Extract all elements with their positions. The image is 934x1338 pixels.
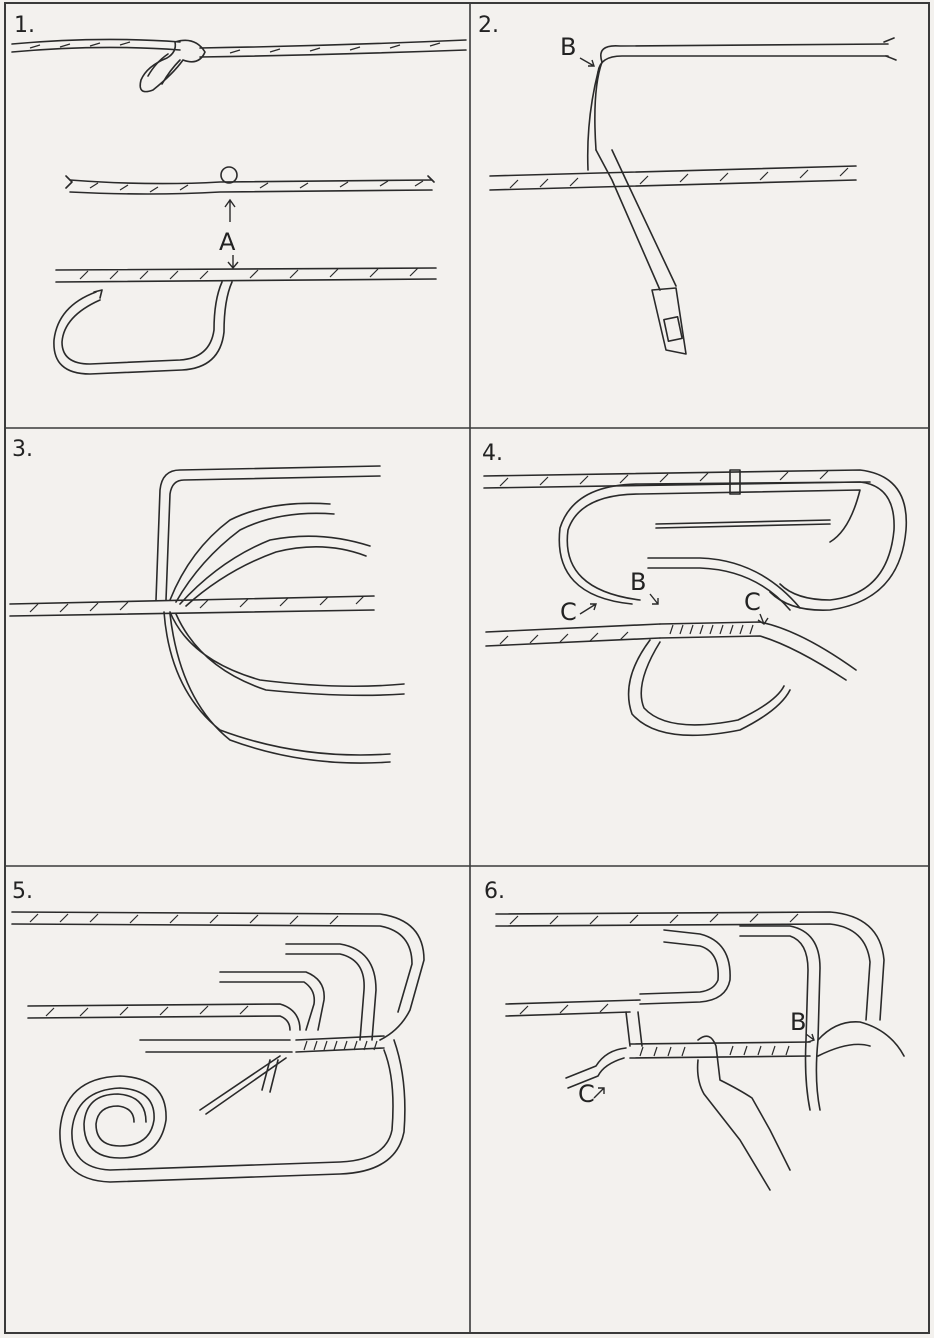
arrow-icon xyxy=(580,604,596,614)
callout-c-left-label: C xyxy=(560,598,577,626)
panel-1-callout-a: A xyxy=(219,200,238,268)
panel-4: 4. C B C xyxy=(482,441,906,735)
panel-4-number: 4. xyxy=(482,441,503,466)
panel-5-splice-with-coil xyxy=(12,912,424,1182)
callout-a-label: A xyxy=(219,228,236,256)
panel-1-number: 1. xyxy=(14,13,35,38)
panel-4-splice xyxy=(484,470,906,735)
callout-b-label: B xyxy=(560,33,576,61)
arrow-up-icon xyxy=(225,200,235,222)
panel-2-rope-with-fid xyxy=(490,38,896,354)
arrow-icon xyxy=(650,594,658,604)
arrow-icon xyxy=(580,58,594,66)
panel-1-middle-rope xyxy=(66,167,434,194)
callout-c-right-label: C xyxy=(744,588,761,616)
panel-5-number: 5. xyxy=(12,879,33,904)
panel-1-bottom-rope-with-loop xyxy=(54,268,436,374)
arrow-down-icon xyxy=(228,255,238,268)
panel-1: 1. A xyxy=(12,13,466,374)
panel-6-finishing-splice xyxy=(496,912,904,1190)
panel-1-rope-with-knot xyxy=(12,39,466,91)
panel-3: 3. xyxy=(10,437,404,763)
callout-c-label: C xyxy=(578,1080,595,1108)
panel-5: 5. xyxy=(12,879,424,1182)
panel-6: 6. B C xyxy=(484,879,904,1190)
arrow-icon xyxy=(594,1088,604,1098)
panel-2: 2. B xyxy=(478,13,896,354)
panel-2-number: 2. xyxy=(478,13,499,38)
sheet-border xyxy=(5,3,929,1333)
callout-b-label: B xyxy=(630,568,646,596)
panel-3-unlaid-strands xyxy=(10,466,404,763)
callout-b-label: B xyxy=(790,1008,806,1036)
panel-3-number: 3. xyxy=(12,437,33,462)
arrow-icon xyxy=(806,1034,814,1042)
panel-6-number: 6. xyxy=(484,879,505,904)
